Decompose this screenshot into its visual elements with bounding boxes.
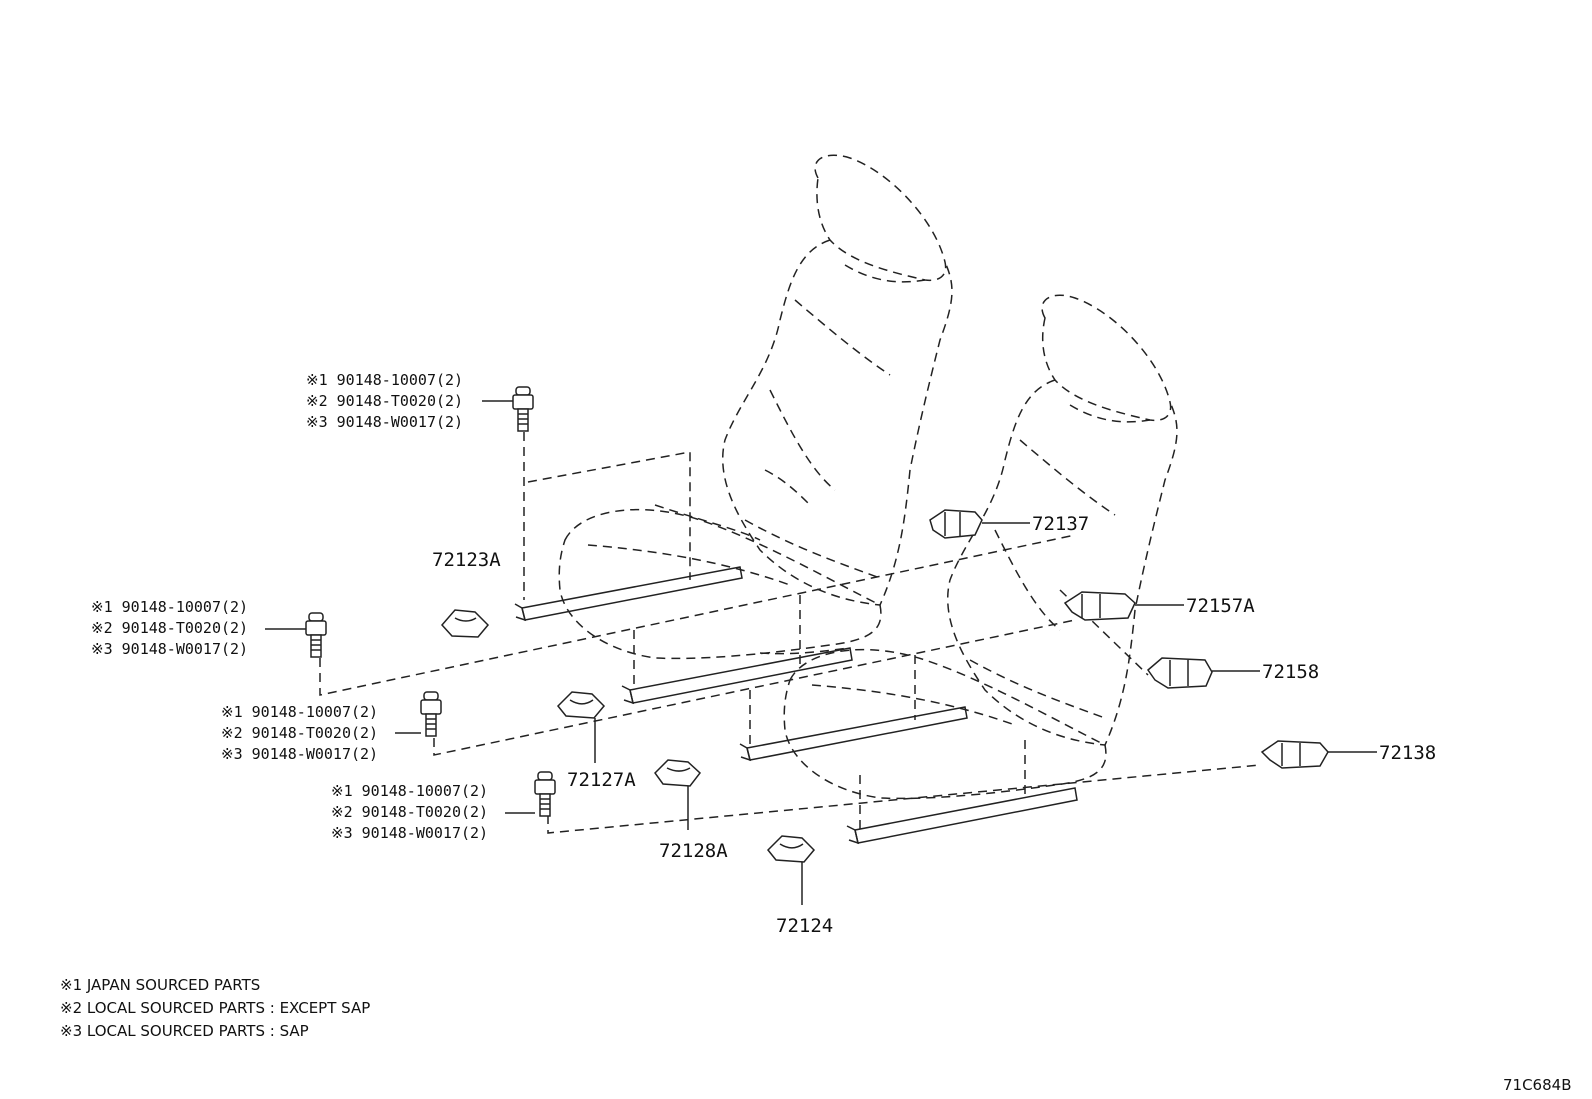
bolt-label-line: ※2 90148-T0020(2) <box>331 803 488 821</box>
right-seat-outline <box>739 294 1178 845</box>
bolt-label-line: ※1 90148-10007(2) <box>306 371 463 389</box>
footnote-3: ※3 LOCAL SOURCED PARTS : SAP <box>60 1022 309 1040</box>
bolt-icon-2 <box>305 612 327 658</box>
bolt-label-line: ※2 90148-T0020(2) <box>306 392 463 410</box>
bolt-label-line: ※3 90148-W0017(2) <box>306 413 463 431</box>
cover-72127A-icon <box>556 691 606 719</box>
cover-72157A-icon <box>1063 591 1136 621</box>
cover-72124-icon <box>766 835 816 863</box>
bolt-label-line: ※2 90148-T0020(2) <box>91 619 248 637</box>
cover-72137-icon <box>929 509 983 539</box>
left-seat-outline <box>514 154 953 705</box>
bolt-label-group-3: ※1 90148-10007(2) ※2 90148-T0020(2) ※3 9… <box>221 703 378 763</box>
footnotes: ※1 JAPAN SOURCED PARTS ※2 LOCAL SOURCED … <box>60 976 370 1040</box>
cover-72158-icon <box>1146 657 1213 689</box>
diagram-code: 71C684B <box>1503 1076 1571 1094</box>
assembly-lines <box>319 432 1261 835</box>
bolt-icon-1 <box>512 386 534 432</box>
bolt-label-line: ※1 90148-10007(2) <box>221 703 378 721</box>
cover-72128A-icon <box>654 759 702 787</box>
bolt-label-line: ※3 90148-W0017(2) <box>91 640 248 658</box>
bolt-label-line: ※3 90148-W0017(2) <box>331 824 488 842</box>
bolt-label-line: ※1 90148-10007(2) <box>331 782 488 800</box>
part-label-72158: 72158 <box>1262 661 1319 683</box>
bolt-label-group-2: ※1 90148-10007(2) ※2 90148-T0020(2) ※3 9… <box>91 598 248 658</box>
bolt-label-group-1: ※1 90148-10007(2) ※2 90148-T0020(2) ※3 9… <box>306 371 463 431</box>
bolt-icon-3 <box>420 691 442 737</box>
part-label-72128A: 72128A <box>659 840 728 862</box>
footnote-2: ※2 LOCAL SOURCED PARTS : EXCEPT SAP <box>60 999 370 1017</box>
part-label-72123A: 72123A <box>432 549 501 571</box>
part-label-72137: 72137 <box>1032 513 1089 535</box>
part-label-72127A: 72127A <box>567 769 636 791</box>
bolt-label-line: ※3 90148-W0017(2) <box>221 745 378 763</box>
part-label-72124: 72124 <box>776 915 833 937</box>
part-label-72138: 72138 <box>1379 742 1436 764</box>
bolt-label-group-4: ※1 90148-10007(2) ※2 90148-T0020(2) ※3 9… <box>331 782 488 842</box>
leader-lines <box>265 400 1377 905</box>
bolt-label-line: ※1 90148-10007(2) <box>91 598 248 616</box>
bolt-icon-4 <box>534 771 556 817</box>
bolt-label-line: ※2 90148-T0020(2) <box>221 724 378 742</box>
footnote-1: ※1 JAPAN SOURCED PARTS <box>60 976 260 994</box>
cover-72138-icon <box>1260 740 1329 769</box>
cover-72123A-icon <box>440 609 490 638</box>
part-label-72157A: 72157A <box>1186 595 1255 617</box>
